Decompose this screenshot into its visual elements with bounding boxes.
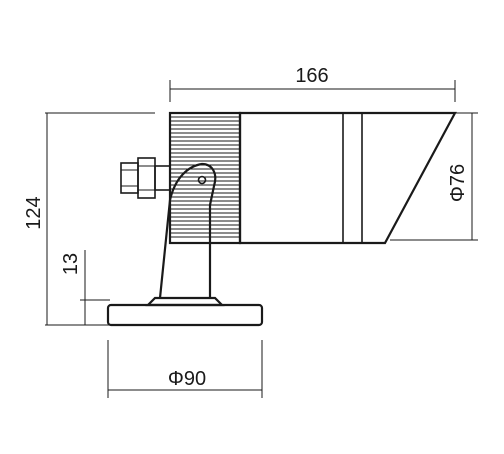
length-label: 166 (295, 65, 328, 87)
mounting-base (106, 296, 264, 327)
base-height-dimension: 13 (60, 250, 110, 325)
cable-gland (120, 157, 171, 199)
fixture-body (168, 111, 457, 245)
housing (238, 111, 457, 245)
base-diameter-dimension: Φ90 (107, 340, 263, 398)
gland-body (154, 165, 171, 191)
base-diameter-label: Φ90 (168, 368, 206, 390)
gland-nut (137, 157, 156, 199)
mounting-bracket (158, 162, 217, 299)
base-height-label: 13 (60, 253, 82, 275)
gland-cap (120, 162, 139, 194)
pivot-screw (197, 175, 207, 185)
bracket-arm (158, 162, 217, 299)
lens-diameter-dimension: Φ76 (390, 112, 478, 241)
height-label: 124 (23, 196, 45, 229)
base-plate (106, 303, 264, 327)
length-dimension: 166 (169, 65, 456, 102)
height-dimension: 124 (23, 112, 155, 326)
lens-diameter-label: Φ76 (447, 164, 469, 202)
